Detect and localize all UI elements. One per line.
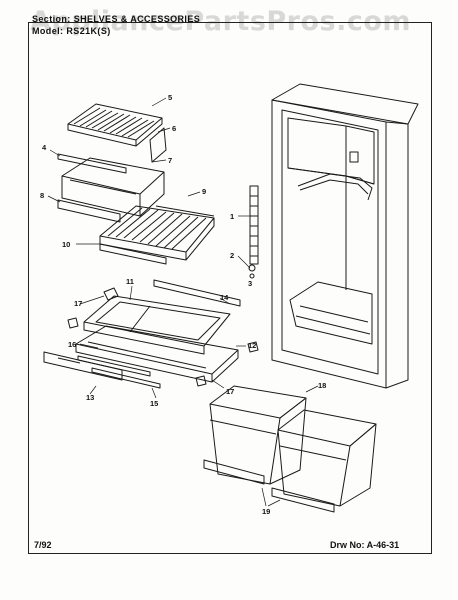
refrigerator-cabinet	[271, 83, 419, 389]
callout-19: 19	[262, 507, 270, 516]
diagram-frame	[28, 22, 432, 554]
callout-16: 16	[68, 340, 76, 349]
watermark: AppliancePartsPros.com	[30, 6, 412, 37]
callout-17-upper: 17	[74, 299, 82, 308]
drawer-slide-left	[203, 459, 265, 485]
crisper-drawer-right	[277, 409, 377, 507]
drawer-slide-right	[271, 487, 335, 513]
shelf-frame	[149, 127, 167, 163]
callout-18: 18	[318, 381, 326, 390]
callout-2: 2	[230, 251, 234, 260]
callout-11: 11	[126, 277, 134, 286]
crisper-pan-7	[61, 157, 165, 217]
callout-7: 7	[168, 156, 172, 165]
callout-10: 10	[62, 240, 70, 249]
crisper-cover-frame	[75, 325, 239, 383]
crisper-rail-4	[57, 153, 127, 174]
shelf-wire-9	[99, 205, 215, 261]
shelf-trim-14	[153, 279, 241, 307]
callout-14: 14	[220, 293, 229, 302]
model-value: RS21K(S)	[66, 26, 111, 36]
shelf-wire-top	[67, 103, 163, 147]
section-header: Section:SHELVES & ACCESSORIES	[32, 14, 200, 24]
shelf-clip	[67, 287, 259, 387]
callout-3: 3	[248, 279, 252, 288]
callout-1: 1	[230, 212, 234, 221]
callout-9: 9	[202, 187, 206, 196]
crisper-front-8	[57, 199, 121, 223]
drawing-label: Drw No:	[330, 540, 365, 550]
crisper-drawer-left	[209, 385, 307, 485]
leader-lines	[47, 97, 319, 507]
callout-4: 4	[42, 143, 47, 152]
callout-8: 8	[40, 191, 44, 200]
callout-12: 12	[248, 341, 256, 350]
section-label: Section:	[32, 14, 71, 24]
footer-drawing-number: Drw No: A-46-31	[330, 540, 399, 550]
callout-13: 13	[86, 393, 94, 402]
shelf-trim-10	[99, 243, 167, 265]
callout-labels: 1 2 3 4 5 6 7 8 9 10 11 12 13 14 15 16 1…	[40, 93, 326, 516]
footer-date: 7/92	[34, 540, 52, 550]
section-value: SHELVES & ACCESSORIES	[73, 14, 201, 24]
model-label: Model:	[32, 26, 64, 36]
drawing-value: A-46-31	[366, 540, 400, 550]
model-header: Model:RS21K(S)	[32, 26, 111, 36]
trim-16	[77, 355, 151, 377]
glass-shelf	[83, 295, 231, 355]
callout-17-lower: 17	[226, 387, 234, 396]
shelf-ladder-track	[248, 185, 259, 279]
callout-15: 15	[150, 399, 158, 408]
trim-15	[91, 367, 161, 389]
callout-6: 6	[172, 124, 176, 133]
callout-5: 5	[168, 93, 172, 102]
